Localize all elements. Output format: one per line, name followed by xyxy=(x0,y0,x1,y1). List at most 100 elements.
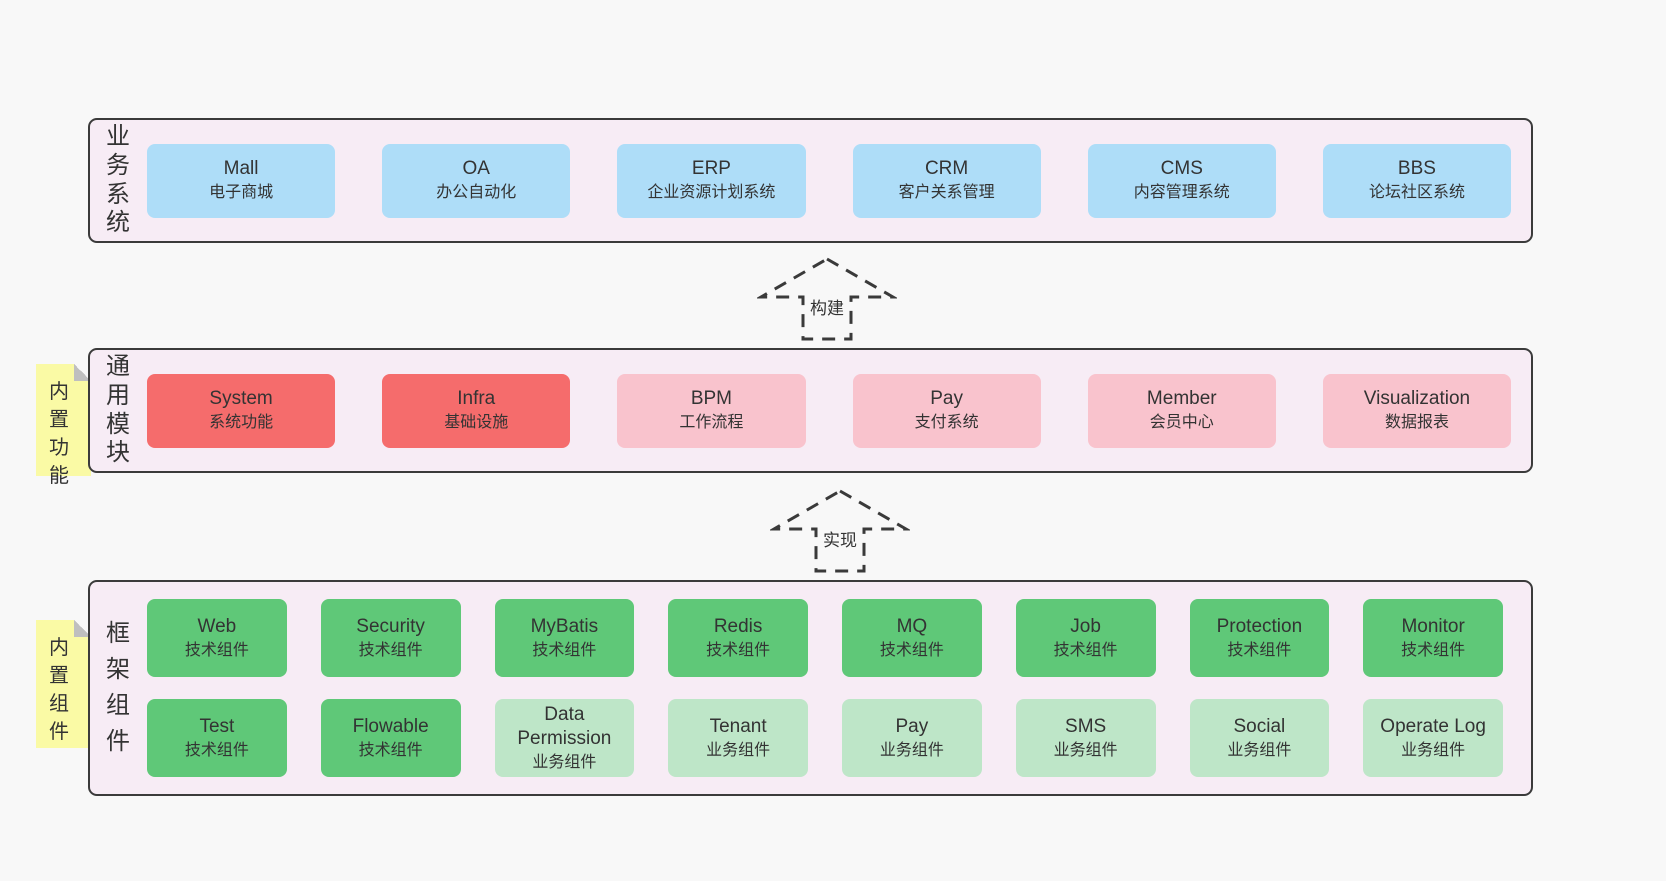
layer-modules-label: 通用模块 xyxy=(106,352,130,467)
folded-corner-icon xyxy=(74,620,91,637)
arrow-build: 构建 xyxy=(757,256,897,342)
box-title: CRM xyxy=(924,158,969,180)
box-crm: CRM 客户关系管理 xyxy=(852,143,1041,218)
box-erp: ERP 企业资源计划系统 xyxy=(617,143,806,218)
box-title: Pay xyxy=(895,715,929,737)
box-subtitle: 业务组件 xyxy=(706,741,771,759)
box-subtitle: 电子商城 xyxy=(209,184,274,202)
box-title: Pay xyxy=(930,388,963,410)
box-flowable: Flowable 技术组件 xyxy=(320,699,461,777)
box-subtitle: 技术组件 xyxy=(1401,641,1466,659)
box-subtitle: 业务组件 xyxy=(1401,741,1466,759)
box-subtitle: 会员中心 xyxy=(1149,414,1214,432)
box-sms: SMS 业务组件 xyxy=(1015,699,1156,777)
box-social: Social 业务组件 xyxy=(1189,699,1330,777)
layer-business-systems: 业务系统 Mall 电子商城 OA 办公自动化 ERP 企业资源计划系统 CRM… xyxy=(88,118,1533,243)
box-subtitle: 办公自动化 xyxy=(436,184,517,202)
box-subtitle: 技术组件 xyxy=(184,741,249,759)
box-subtitle: 基础设施 xyxy=(444,414,509,432)
box-title: Monitor xyxy=(1401,615,1465,637)
components-row-2: Test 技术组件 Flowable 技术组件 Data Permission … xyxy=(147,699,1503,777)
sticky-note-label: 内置组件 xyxy=(49,637,69,743)
box-title: BPM xyxy=(690,388,733,410)
box-visualization: Visualization 数据报表 xyxy=(1322,373,1512,448)
box-subtitle: 业务组件 xyxy=(532,753,597,771)
box-data-permission: Data Permission 业务组件 xyxy=(494,699,635,777)
box-title: MQ xyxy=(896,615,928,637)
box-title: Data Permission xyxy=(517,703,612,750)
box-title: Visualization xyxy=(1363,388,1471,410)
box-title: SMS xyxy=(1065,715,1107,737)
box-subtitle: 业务组件 xyxy=(879,741,944,759)
box-title: Job xyxy=(1070,615,1101,637)
box-title: Web xyxy=(197,615,237,637)
box-subtitle: 业务组件 xyxy=(1227,741,1292,759)
box-mq: MQ 技术组件 xyxy=(842,599,982,677)
box-title: CMS xyxy=(1160,158,1203,180)
box-mybatis: MyBatis 技术组件 xyxy=(494,599,635,677)
arrow-build-label: 构建 xyxy=(807,293,847,320)
layer-business-label: 业务系统 xyxy=(106,122,130,237)
box-title: Operate Log xyxy=(1380,715,1486,737)
up-arrow-icon xyxy=(770,489,910,573)
layer-business-content: Mall 电子商城 OA 办公自动化 ERP 企业资源计划系统 CRM 客户关系… xyxy=(136,120,1531,241)
arrow-implement: 实现 xyxy=(770,488,910,574)
sticky-note-built-in-components: 内置组件 xyxy=(36,620,91,748)
box-member: Member 会员中心 xyxy=(1087,373,1276,448)
box-subtitle: 数据报表 xyxy=(1384,414,1449,432)
box-title: Member xyxy=(1146,388,1217,410)
box-subtitle: 技术组件 xyxy=(358,641,423,659)
box-subtitle: 支付系统 xyxy=(914,414,979,432)
box-title: Test xyxy=(199,715,235,737)
box-title: Infra xyxy=(457,388,496,410)
box-operate-log: Operate Log 业务组件 xyxy=(1363,699,1503,777)
box-system: System 系统功能 xyxy=(147,373,336,448)
box-title: Mall xyxy=(223,158,259,180)
box-subtitle: 内容管理系统 xyxy=(1133,184,1230,202)
box-tenant: Tenant 业务组件 xyxy=(668,699,808,777)
sticky-note-built-in-features: 内置功能 xyxy=(36,364,91,487)
box-title: Protection xyxy=(1216,615,1303,637)
box-test: Test 技术组件 xyxy=(147,699,287,777)
box-infra: Infra 基础设施 xyxy=(382,373,571,448)
box-title: Tenant xyxy=(709,715,767,737)
box-oa: OA 办公自动化 xyxy=(382,143,571,218)
box-protection: Protection 技术组件 xyxy=(1189,599,1330,677)
layer-components-label: 框架组件 xyxy=(106,620,130,755)
box-subtitle: 技术组件 xyxy=(358,741,423,759)
folded-corner-icon xyxy=(74,364,91,381)
box-monitor: Monitor 技术组件 xyxy=(1363,599,1503,677)
box-subtitle: 系统功能 xyxy=(209,414,274,432)
box-title: Security xyxy=(356,615,425,637)
box-cms: CMS 内容管理系统 xyxy=(1087,143,1276,218)
box-subtitle: 技术组件 xyxy=(532,641,597,659)
box-job: Job 技术组件 xyxy=(1015,599,1156,677)
box-mall: Mall 电子商城 xyxy=(147,143,336,218)
box-title: ERP xyxy=(691,158,731,180)
layer-modules-content: System 系统功能 Infra 基础设施 BPM 工作流程 Pay 支付系统… xyxy=(136,350,1531,471)
box-bpm: BPM 工作流程 xyxy=(617,373,806,448)
box-pay-component: Pay 业务组件 xyxy=(842,699,982,777)
box-title: Redis xyxy=(713,615,763,637)
box-subtitle: 业务组件 xyxy=(1053,741,1118,759)
box-subtitle: 企业资源计划系统 xyxy=(647,184,776,202)
box-pay-module: Pay 支付系统 xyxy=(852,373,1041,448)
box-subtitle: 客户关系管理 xyxy=(898,184,995,202)
box-title: System xyxy=(209,388,273,410)
sticky-note-label: 内置功能 xyxy=(49,381,69,487)
box-subtitle: 论坛社区系统 xyxy=(1368,184,1465,202)
layer-common-modules: 通用模块 System 系统功能 Infra 基础设施 BPM 工作流程 Pay… xyxy=(88,348,1533,473)
box-title: Flowable xyxy=(352,715,429,737)
box-title: MyBatis xyxy=(530,615,599,637)
box-subtitle: 技术组件 xyxy=(1227,641,1292,659)
box-subtitle: 技术组件 xyxy=(706,641,771,659)
up-arrow-icon xyxy=(757,257,897,341)
box-bbs: BBS 论坛社区系统 xyxy=(1322,143,1512,218)
box-title: OA xyxy=(462,158,490,180)
box-subtitle: 工作流程 xyxy=(679,414,744,432)
layer-components-content: Web 技术组件 Security 技术组件 MyBatis 技术组件 Redi… xyxy=(136,582,1531,794)
arrow-implement-label: 实现 xyxy=(820,525,860,552)
box-subtitle: 技术组件 xyxy=(879,641,944,659)
box-title: BBS xyxy=(1397,158,1436,180)
box-web: Web 技术组件 xyxy=(147,599,287,677)
